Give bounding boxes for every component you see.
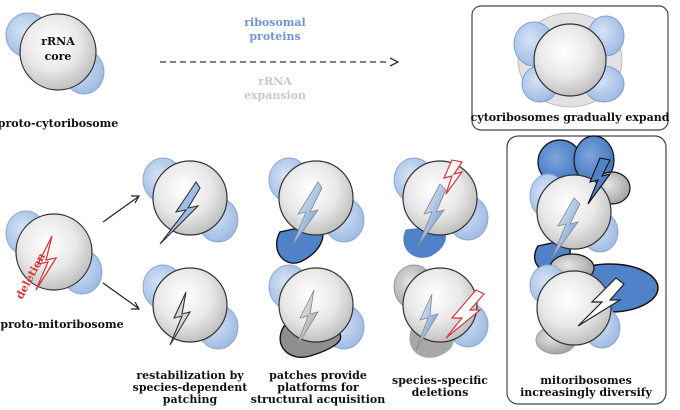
branch-arrow-down — [102, 282, 141, 310]
col1-bottom-ribosome — [142, 264, 239, 350]
col4-bottom-ribosome — [529, 253, 659, 355]
col4-top-ribosome — [529, 135, 631, 273]
rrna-core-label-line2: core — [45, 50, 72, 63]
proto-mitoribosome-label: proto-mitoribosome — [0, 318, 123, 331]
ribosomal-proteins-label-line2: proteins — [249, 30, 300, 43]
col1-label-line1: restabilization by — [136, 369, 244, 382]
proto-cytoribosome-graphic — [5, 12, 105, 95]
col1-top-ribosome — [142, 157, 239, 245]
col2-bottom-ribosome — [268, 264, 365, 358]
col3-label-line1: species-specific — [392, 374, 488, 387]
col4-label-line2: increasingly diversify — [520, 386, 652, 399]
col2-top-ribosome — [268, 157, 365, 264]
proto-cytoribosome-label: proto-cytoribosome — [0, 117, 118, 130]
cytoribosome-box — [471, 5, 669, 131]
col3-label-line2: deletions — [412, 386, 469, 399]
col3-top-ribosome — [393, 157, 489, 258]
col1-label-line3: patching — [163, 393, 218, 406]
col2-label-line3: structural acquisition — [251, 393, 385, 406]
col2-label-line1: patches provide — [269, 369, 367, 382]
branch-arrow-up — [102, 195, 141, 223]
mitoribosome-box — [506, 135, 667, 405]
cytoribosomes-expand-label: cytoribosomes gradually expand — [471, 111, 670, 124]
col3-bottom-ribosome — [393, 264, 489, 358]
expanded-cytoribosome-graphic — [513, 12, 625, 108]
ribosomal-proteins-label-line1: ribosomal — [244, 16, 305, 29]
col2-label-line2: platforms for — [277, 381, 359, 394]
col4-label-line1: mitoribosomes — [540, 374, 632, 387]
rrna-expansion-label-line1: rRNA — [258, 75, 292, 88]
col1-label-line2: species-dependent — [133, 381, 249, 394]
proto-mitoribosome-graphic — [5, 210, 103, 295]
expansion-arrow — [160, 57, 400, 67]
rrna-core-label-line1: rRNA — [41, 35, 75, 48]
rrna-expansion-label-line2: expansion — [244, 89, 306, 102]
